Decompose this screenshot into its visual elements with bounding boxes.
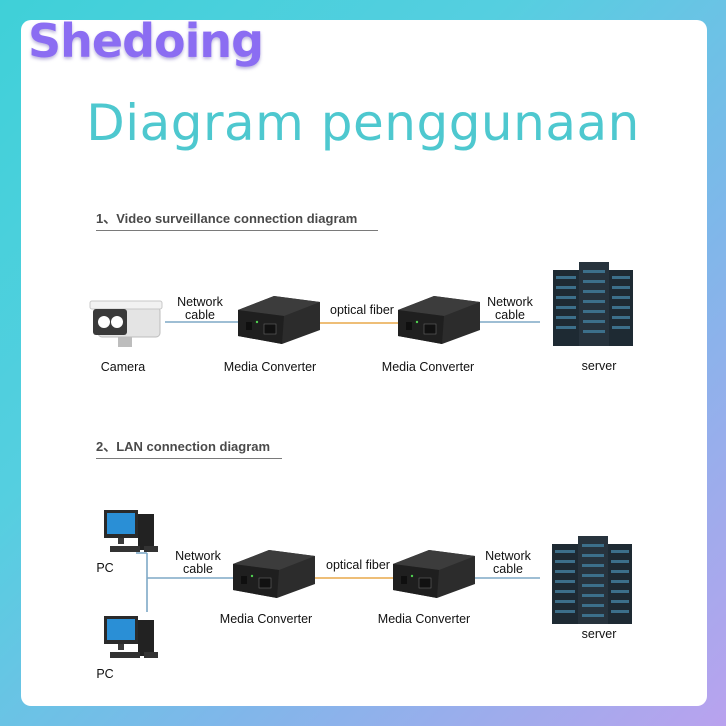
media-converter-icon bbox=[233, 550, 315, 598]
media-converter-icon bbox=[393, 550, 475, 598]
d1-fiber-label: optical fiber bbox=[330, 303, 394, 317]
d2-cable-left-line1: Network bbox=[175, 549, 221, 563]
d1-cable-left-label: Network cable bbox=[170, 296, 230, 322]
camera-icon bbox=[89, 300, 163, 347]
d1-cable-left-line2: cable bbox=[185, 308, 215, 322]
media-converter-icon bbox=[398, 296, 480, 344]
server-icon bbox=[553, 262, 633, 346]
d2-cable-right-label: Network cable bbox=[478, 550, 538, 576]
d1-converter-right-label: Media Converter bbox=[381, 360, 475, 374]
d1-cable-right-line1: Network bbox=[487, 295, 533, 309]
d1-cable-right-line2: cable bbox=[495, 308, 525, 322]
d2-cable-left-line2: cable bbox=[183, 562, 213, 576]
page-title: Diagram penggunaan bbox=[86, 94, 640, 152]
d2-converter-right-label: Media Converter bbox=[377, 612, 471, 626]
d2-server-label: server bbox=[581, 627, 617, 641]
d2-cable-left-label: Network cable bbox=[168, 550, 228, 576]
pc-icon bbox=[104, 616, 158, 658]
server-icon bbox=[552, 536, 632, 624]
d1-converter-left-label: Media Converter bbox=[223, 360, 317, 374]
diagram2-title: 2、LAN connection diagram bbox=[96, 436, 282, 459]
brand-logo[interactable]: Shedoing bbox=[27, 13, 265, 69]
d1-cable-left-line1: Network bbox=[177, 295, 223, 309]
media-converter-icon bbox=[238, 296, 320, 344]
d2-fiber-label: optical fiber bbox=[326, 558, 390, 572]
chevron-right-icon[interactable]: › bbox=[272, 25, 283, 55]
d1-cable-right-label: Network cable bbox=[480, 296, 540, 322]
camera-label: Camera bbox=[100, 360, 146, 374]
d2-converter-left-label: Media Converter bbox=[219, 612, 313, 626]
pc-top-label: PC bbox=[96, 561, 114, 575]
d1-server-label: server bbox=[581, 359, 617, 373]
d2-cable-right-line1: Network bbox=[485, 549, 531, 563]
diagram1-title: 1、Video surveillance connection diagram bbox=[96, 208, 378, 231]
pc-icon bbox=[104, 510, 158, 552]
pc-bottom-label: PC bbox=[96, 667, 114, 681]
d2-cable-right-line2: cable bbox=[493, 562, 523, 576]
